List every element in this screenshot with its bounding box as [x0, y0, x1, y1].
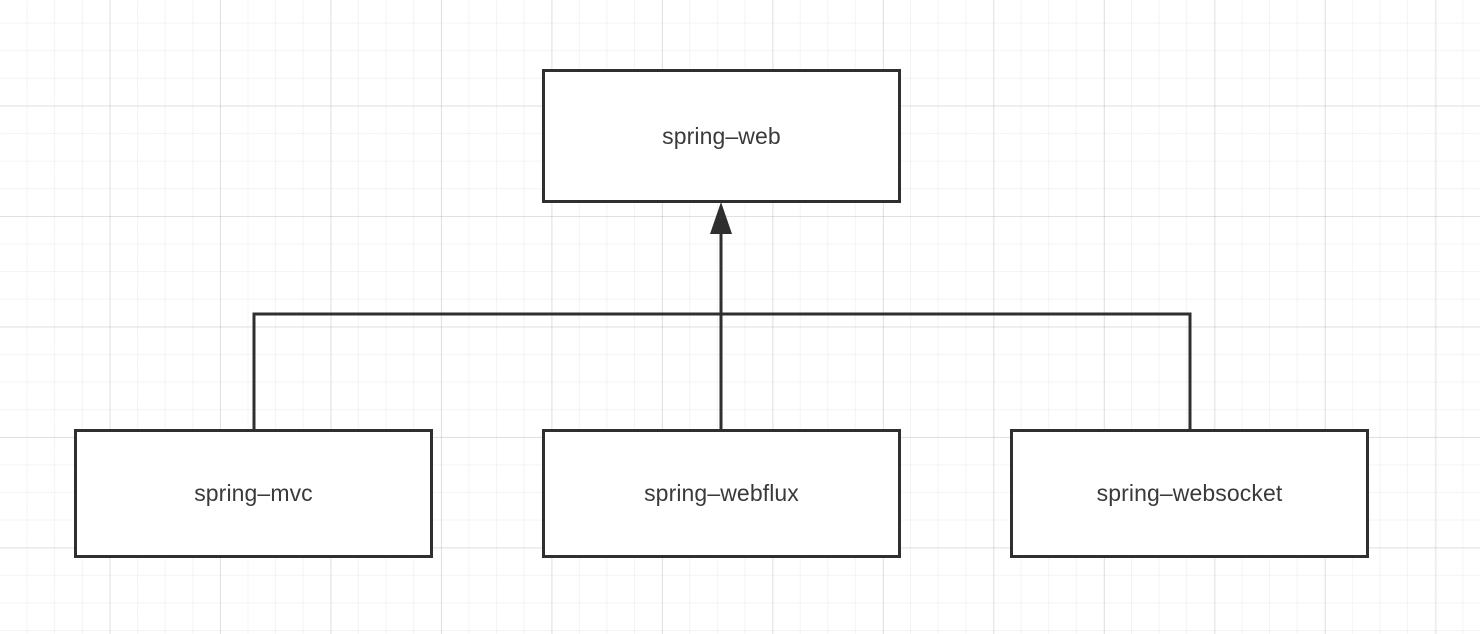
- node-spring-web[interactable]: spring–web: [542, 69, 901, 203]
- edge-spring-websocket-to-spring-web: [721, 312, 1192, 430]
- node-spring-mvc[interactable]: spring–mvc: [74, 429, 433, 558]
- node-spring-web-label: spring–web: [662, 122, 781, 149]
- edge-spring-mvc-to-spring-web: [252, 312, 721, 430]
- node-spring-webflux[interactable]: spring–webflux: [542, 429, 901, 558]
- node-spring-webflux-label: spring–webflux: [644, 480, 799, 506]
- arrowhead-icon: [710, 202, 732, 234]
- node-spring-mvc-label: spring–mvc: [194, 480, 313, 506]
- node-spring-websocket-label: spring–websocket: [1096, 480, 1283, 506]
- node-spring-websocket[interactable]: spring–websocket: [1010, 429, 1369, 558]
